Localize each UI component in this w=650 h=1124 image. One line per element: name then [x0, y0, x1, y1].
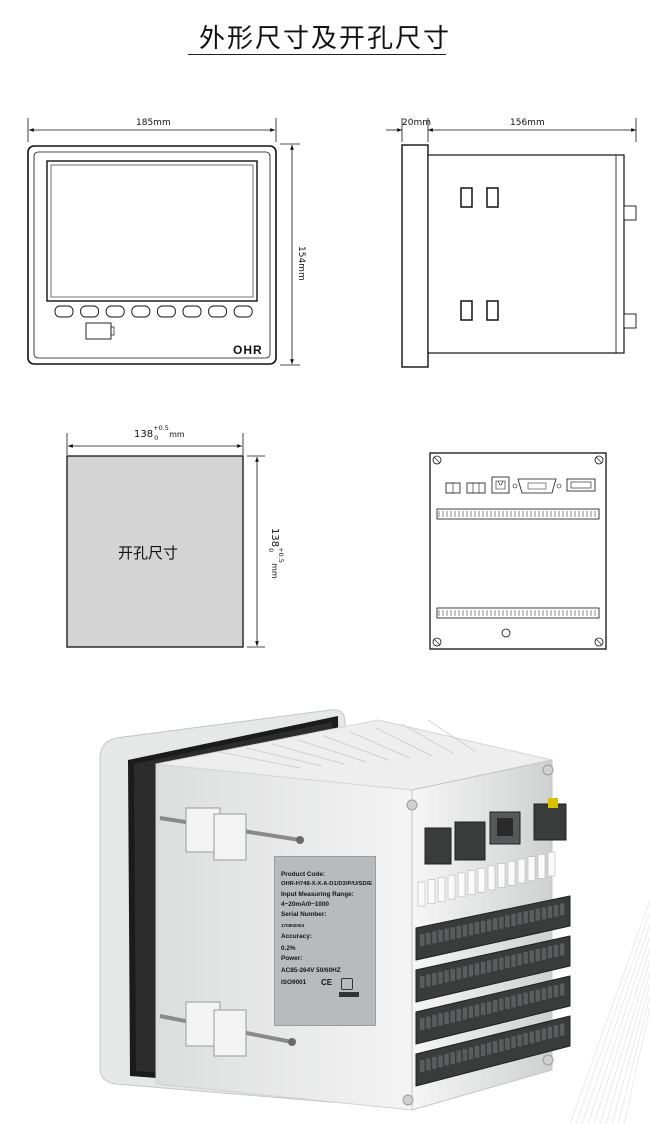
- cutout-width-tol-lower: 0: [154, 434, 159, 442]
- front-view: [27, 118, 300, 366]
- iso-cert: ISO9001: [281, 979, 307, 986]
- terminal-tab: [527, 856, 536, 882]
- side-front-depth-label: 20mm: [402, 118, 431, 128]
- terminal-tab: [447, 874, 456, 900]
- front-button: [233, 305, 253, 318]
- terminal-strip: [436, 508, 600, 520]
- side-front-plate: [401, 144, 429, 368]
- terminal-tab: [537, 854, 546, 879]
- cert-mark-icon: [341, 978, 353, 990]
- cutout-view: [66, 433, 265, 648]
- input-range-label: Input Measuring Range:: [281, 891, 354, 898]
- terminal-tab: [457, 872, 466, 898]
- mounting-clip-top: [159, 807, 304, 861]
- power-value: AC85-264V 50/60HZ: [281, 967, 341, 974]
- serial-number: 170802004: [281, 923, 304, 928]
- cutout-width-value: 138: [134, 429, 154, 440]
- terminal-tab: [467, 870, 476, 895]
- product-code: OHR-H748-X-X-A-D1/D3/P/U/SD/E: [281, 881, 373, 887]
- barcode-icon: [339, 992, 359, 997]
- front-width-label: 185mm: [136, 118, 171, 128]
- front-button: [208, 305, 228, 318]
- accuracy-label: Accuracy:: [281, 933, 312, 940]
- mounting-clip-bottom: [159, 1001, 296, 1057]
- cutout-height-tol-lower: 0: [267, 548, 275, 553]
- terminal-tab: [497, 863, 506, 888]
- front-screen: [46, 160, 258, 302]
- db9-port: [517, 478, 557, 494]
- title-underline: [188, 54, 446, 55]
- cutout-width-tol-upper: +0.5: [153, 424, 169, 432]
- cutout-height-value: 138: [269, 528, 280, 548]
- front-button: [80, 305, 100, 318]
- side-body-depth-label: 156mm: [510, 118, 545, 128]
- ce-mark: CE: [321, 978, 333, 987]
- product-label-plate: Product Code: OHR-H748-X-X-A-D1/D3/P/U/S…: [274, 856, 376, 1026]
- terminal-tab: [417, 881, 426, 907]
- front-button: [182, 305, 202, 318]
- front-button: [131, 305, 151, 318]
- serial-label: Serial Number:: [281, 911, 327, 918]
- front-button: [54, 305, 74, 318]
- front-buttons: [54, 305, 253, 318]
- terminal-tab: [547, 851, 556, 877]
- terminal-tab: [517, 858, 526, 884]
- front-button: [156, 305, 176, 318]
- side-view: [386, 118, 637, 368]
- rear-view: [429, 452, 607, 650]
- input-range: 4~20mA/0~1000: [281, 901, 329, 908]
- terminal-tab: [477, 867, 486, 893]
- cutout-area: [66, 455, 244, 648]
- power-label: Power:: [281, 955, 303, 962]
- cutout-width-unit: mm: [169, 430, 185, 439]
- terminal-tab: [427, 879, 436, 905]
- side-body: [427, 154, 625, 354]
- terminal-strip: [436, 607, 600, 619]
- accuracy-value: 0.2%: [281, 945, 296, 952]
- cutout-height-tol-upper: +0.5: [277, 547, 285, 563]
- front-height-label: 154mm: [296, 246, 306, 281]
- terminal-tab: [507, 860, 516, 886]
- cutout-center-label: 开孔尺寸: [118, 544, 179, 562]
- front-button: [105, 305, 125, 318]
- terminal-tab: [487, 865, 496, 891]
- cutout-height-unit: mm: [270, 563, 279, 579]
- terminal-tab: [437, 877, 446, 902]
- product-code-label: Product Code:: [281, 871, 326, 878]
- page-title: 外形尺寸及开孔尺寸: [198, 24, 451, 54]
- brand-logo: OHR: [233, 343, 263, 357]
- cutout-width-label: 138+0.5 0 mm: [134, 424, 185, 442]
